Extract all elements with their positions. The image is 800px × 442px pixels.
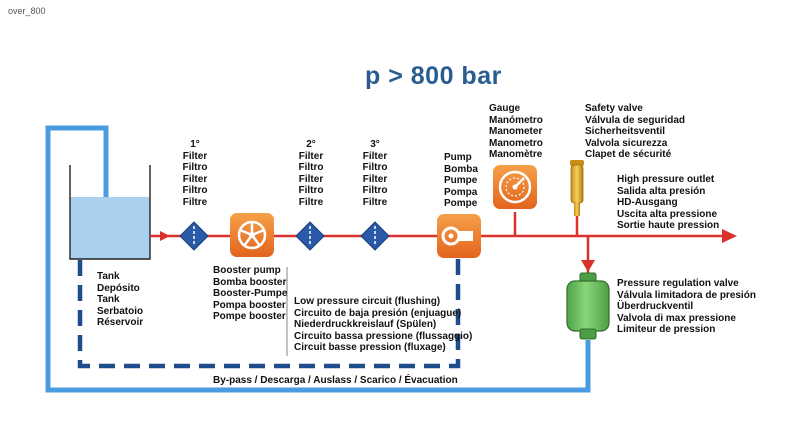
low-pressure-name-es: Circuito de baja presión (enjuague) — [294, 307, 462, 319]
gauge-name-it: Manometro — [489, 137, 543, 149]
filter-3-name-en: Filter — [362, 150, 388, 162]
low-pressure-name-de: Niederdruckkreislauf (Spülen) — [294, 319, 437, 330]
tank-label: Tank Depósito Tank Serbatoio Réservoir — [97, 271, 143, 329]
pressure-regulation-label: Pressure regulation valve Válvula limita… — [617, 278, 756, 336]
filter-3-icon — [360, 221, 390, 251]
pump-name-fr: Pompe — [444, 198, 478, 209]
filter-1-name-es: Filtro — [182, 162, 208, 173]
pump-name-de: Pumpe — [444, 175, 478, 186]
booster-pump-icon — [230, 213, 274, 257]
high-pressure-name-de: HD-Ausgang — [617, 197, 678, 208]
filter-1-name-de: Filter — [182, 173, 208, 185]
tank-name-es: Depósito — [97, 282, 140, 294]
gauge-name-es: Manómetro — [489, 114, 543, 126]
safety-valve-label: Safety valve Válvula de seguridad Sicher… — [585, 103, 685, 161]
regulation-arrow — [581, 260, 595, 272]
low-pressure-name-it: Circuito bassa pressione (flussaggio) — [294, 330, 473, 342]
filter-1-icon — [179, 221, 209, 251]
safety-valve-name-de: Sicherheitsventil — [585, 126, 666, 137]
gauge-name-fr: Manomètre — [489, 149, 543, 160]
filter-2-icon — [295, 221, 325, 251]
filter-2-name-fr: Filtre — [298, 196, 324, 208]
tank — [69, 165, 151, 260]
high-pressure-name-fr: Sortie haute pression — [617, 220, 720, 231]
tank-name-it: Serbatoio — [97, 305, 144, 317]
pump-label: Pump Bomba Pumpe Pompa Pompe — [444, 152, 478, 210]
flushing-dashed-line — [77, 258, 461, 369]
filter-1-label: 1° Filter Filtro Filter Filtro Filtre — [181, 139, 209, 208]
high-pressure-label: High pressure outlet Salida alta presión… — [617, 174, 719, 232]
filter-2-name-es: Filtro — [298, 162, 324, 173]
pressure-reg-name-it: Valvola di max pressione — [617, 312, 736, 324]
tank-name-fr: Réservoir — [97, 317, 144, 328]
filter-3-name-de: Filter — [362, 173, 388, 185]
filter-1-name-fr: Filtre — [182, 196, 208, 208]
pump-name-it: Pompa — [444, 186, 478, 198]
pump-name-es: Bomba — [444, 163, 478, 175]
booster-pump-name-fr: Pompe booster — [213, 311, 286, 322]
filter-2-number: 2° — [306, 139, 316, 150]
pressure-reg-name-fr: Limiteur de pression — [617, 324, 716, 335]
safety-valve-name-fr: Clapet de sécurité — [585, 149, 672, 160]
high-pressure-name-en: High pressure outlet — [617, 174, 715, 185]
low-pressure-name-en: Low pressure circuit (flushing) — [294, 296, 441, 307]
booster-pump-name-it: Pompa booster — [213, 299, 286, 311]
pressure-regulation-valve-icon — [566, 272, 610, 340]
pressure-reg-name-de: Überdruckventil — [617, 301, 694, 312]
booster-pump-name-es: Bomba booster — [213, 276, 287, 288]
low-pressure-name-fr: Circuit basse pression (fluxage) — [294, 342, 446, 353]
pump-name-en: Pump — [444, 152, 472, 163]
pressure-reg-name-en: Pressure regulation valve — [617, 278, 739, 289]
pump-icon — [437, 214, 481, 258]
booster-pump-label: Booster pump Bomba booster Booster-Pumpe… — [213, 265, 287, 323]
gauge-name-de: Manometer — [489, 126, 543, 137]
corner-label: over_800 — [8, 6, 46, 16]
bypass-label: By-pass / Descarga / Auslass / Scarico /… — [213, 375, 458, 386]
booster-pump-name-en: Booster pump — [213, 265, 281, 276]
filter-2-label: 2° Filter Filtro Filter Filtro Filtre — [297, 139, 325, 208]
pressure-reg-name-es: Válvula limitadora de presión — [617, 289, 756, 301]
gauge-name-en: Gauge — [489, 103, 521, 114]
tank-name-de: Tank — [97, 294, 120, 305]
filter-1-name-en: Filter — [182, 150, 208, 162]
filter-3-number: 3° — [370, 139, 380, 150]
safety-valve-name-it: Valvola sicurezza — [585, 137, 668, 149]
high-pressure-name-es: Salida alta presión — [617, 185, 706, 197]
safety-valve-name-es: Válvula de seguridad — [585, 114, 686, 126]
filter-3-name-es: Filtro — [362, 162, 388, 173]
safety-valve-name-en: Safety valve — [585, 103, 643, 114]
gauge-icon — [493, 165, 537, 209]
filter-2-name-en: Filter — [298, 150, 324, 162]
high-pressure-name-it: Uscita alta pressione — [617, 208, 718, 220]
bypass-return-line — [45, 125, 591, 393]
gauge-label: Gauge Manómetro Manometer Manometro Mano… — [489, 103, 543, 161]
low-pressure-label: Low pressure circuit (flushing) Circuito… — [294, 296, 472, 354]
tank-name-en: Tank — [97, 271, 120, 282]
booster-pump-name-de: Booster-Pumpe — [213, 288, 288, 299]
filter-1-number: 1° — [190, 139, 200, 150]
filter-3-name-fr: Filtre — [362, 196, 388, 208]
filter-2-name-de: Filter — [298, 173, 324, 185]
filter-3-name-it: Filtro — [362, 185, 388, 196]
pressure-title: p > 800 bar — [365, 62, 502, 90]
filter-3-label: 3° Filter Filtro Filter Filtro Filtre — [361, 139, 389, 208]
filter-2-name-it: Filtro — [298, 185, 324, 196]
safety-valve-icon — [570, 160, 584, 216]
filter-1-name-it: Filtro — [182, 185, 208, 196]
